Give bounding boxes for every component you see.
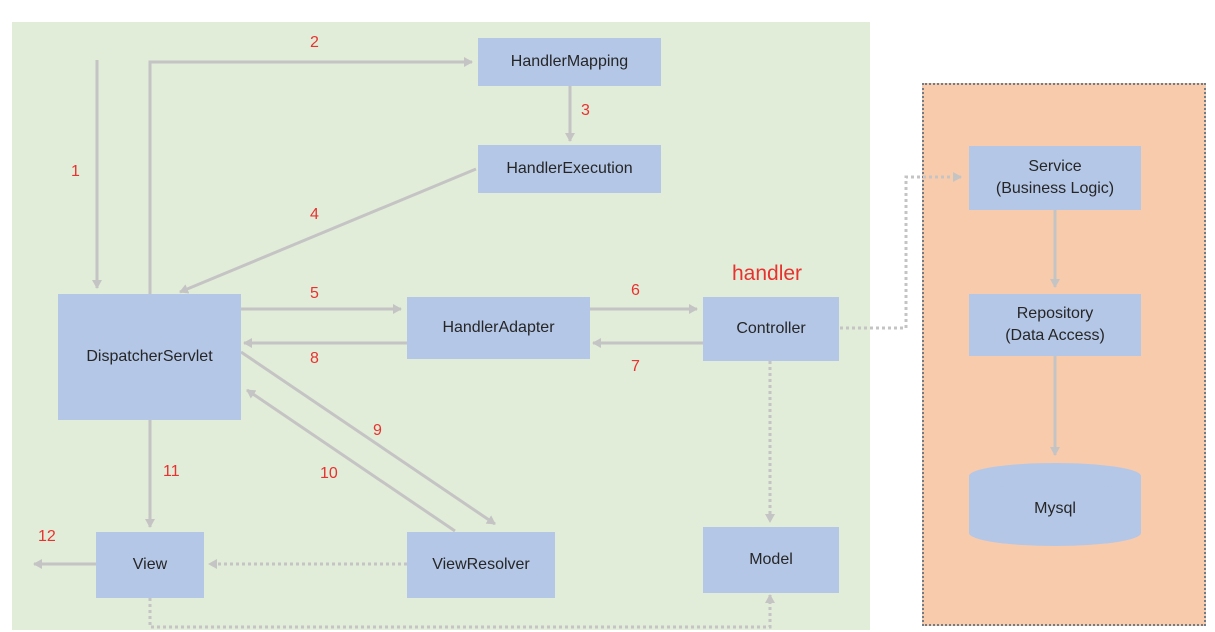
dotted-controller-service [840,172,962,330]
controller-label: Controller [736,320,806,338]
handler-mapping-label: HandlerMapping [510,53,629,71]
view-resolver-label: ViewResolver [432,556,530,574]
step-3: 3 [581,102,590,119]
arrow-2 [148,57,473,294]
arrow-10 [246,388,456,533]
step-5: 5 [310,285,319,302]
handler-execution-box: HandlerExecution [478,145,661,193]
controller-box: Controller [703,297,839,361]
step-1: 1 [71,163,80,180]
step-9: 9 [373,422,382,439]
handler-label: handler [732,262,803,285]
repository-box: Repository (Data Access) [969,294,1141,356]
step-2: 2 [310,34,319,51]
handler-execution-label: HandlerExecution [506,160,633,178]
dotted-view-model [148,594,775,629]
repository-title: Repository [1016,305,1094,323]
arrow-9 [240,350,496,526]
step-7: 7 [631,358,640,375]
step-6: 6 [631,282,640,299]
arrow-4 [179,167,477,294]
service-subtitle: (Business Logic) [995,180,1115,197]
service-box: Service (Business Logic) [969,146,1141,210]
view-label: View [132,556,168,574]
service-title: Service [1028,158,1082,176]
step-4: 4 [310,206,319,223]
step-12: 12 [38,528,56,545]
handler-adapter-label: HandlerAdapter [442,319,555,337]
step-10: 10 [320,465,338,482]
dispatcher-servlet-box: DispatcherServlet [58,294,241,420]
view-box: View [96,532,204,598]
dispatcher-servlet-label: DispatcherServlet [86,348,213,366]
handler-adapter-box: HandlerAdapter [407,297,590,359]
model-label: Model [749,551,793,569]
step-11: 11 [163,463,180,480]
repository-subtitle: (Data Access) [1005,327,1105,344]
model-box: Model [703,527,839,593]
view-resolver-box: ViewResolver [407,532,555,598]
handler-mapping-box: HandlerMapping [478,38,661,86]
step-8: 8 [310,350,319,367]
mysql-cylinder [969,463,1141,546]
mysql-label: Mysql [1034,500,1076,517]
